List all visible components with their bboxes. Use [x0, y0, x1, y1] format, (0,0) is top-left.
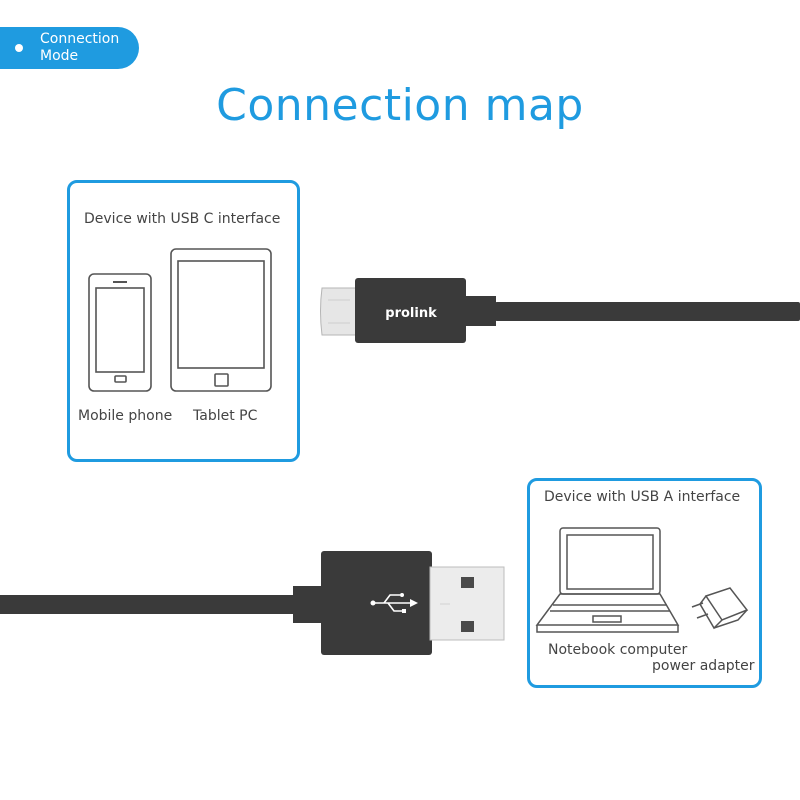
power-adapter-label: power adapter	[652, 658, 755, 674]
usb-a-cable	[0, 551, 505, 655]
power-adapter-icon	[691, 587, 749, 630]
prolink-brand-label: prolink	[385, 306, 437, 321]
connection-mode-badge: Connection Mode	[0, 27, 139, 69]
usb-c-panel-heading: Device with USB C interface	[84, 211, 281, 227]
notebook-computer-icon	[535, 527, 680, 633]
usb-c-cable	[320, 278, 800, 343]
mobile-phone-icon	[88, 273, 152, 392]
badge-label: Connection Mode	[40, 31, 120, 64]
usb-symbol-icon	[370, 593, 418, 613]
page-title: Connection map	[216, 80, 584, 131]
mobile-phone-label: Mobile phone	[78, 408, 173, 424]
tablet-pc-icon	[170, 248, 272, 392]
bullet-dot-icon	[15, 44, 23, 52]
tablet-pc-label: Tablet PC	[193, 408, 258, 424]
usb-c-device-panel	[67, 180, 300, 462]
usb-a-device-panel	[527, 478, 762, 688]
notebook-computer-label: Notebook computer	[548, 642, 688, 658]
usb-a-panel-heading: Device with USB A interface	[544, 489, 741, 505]
